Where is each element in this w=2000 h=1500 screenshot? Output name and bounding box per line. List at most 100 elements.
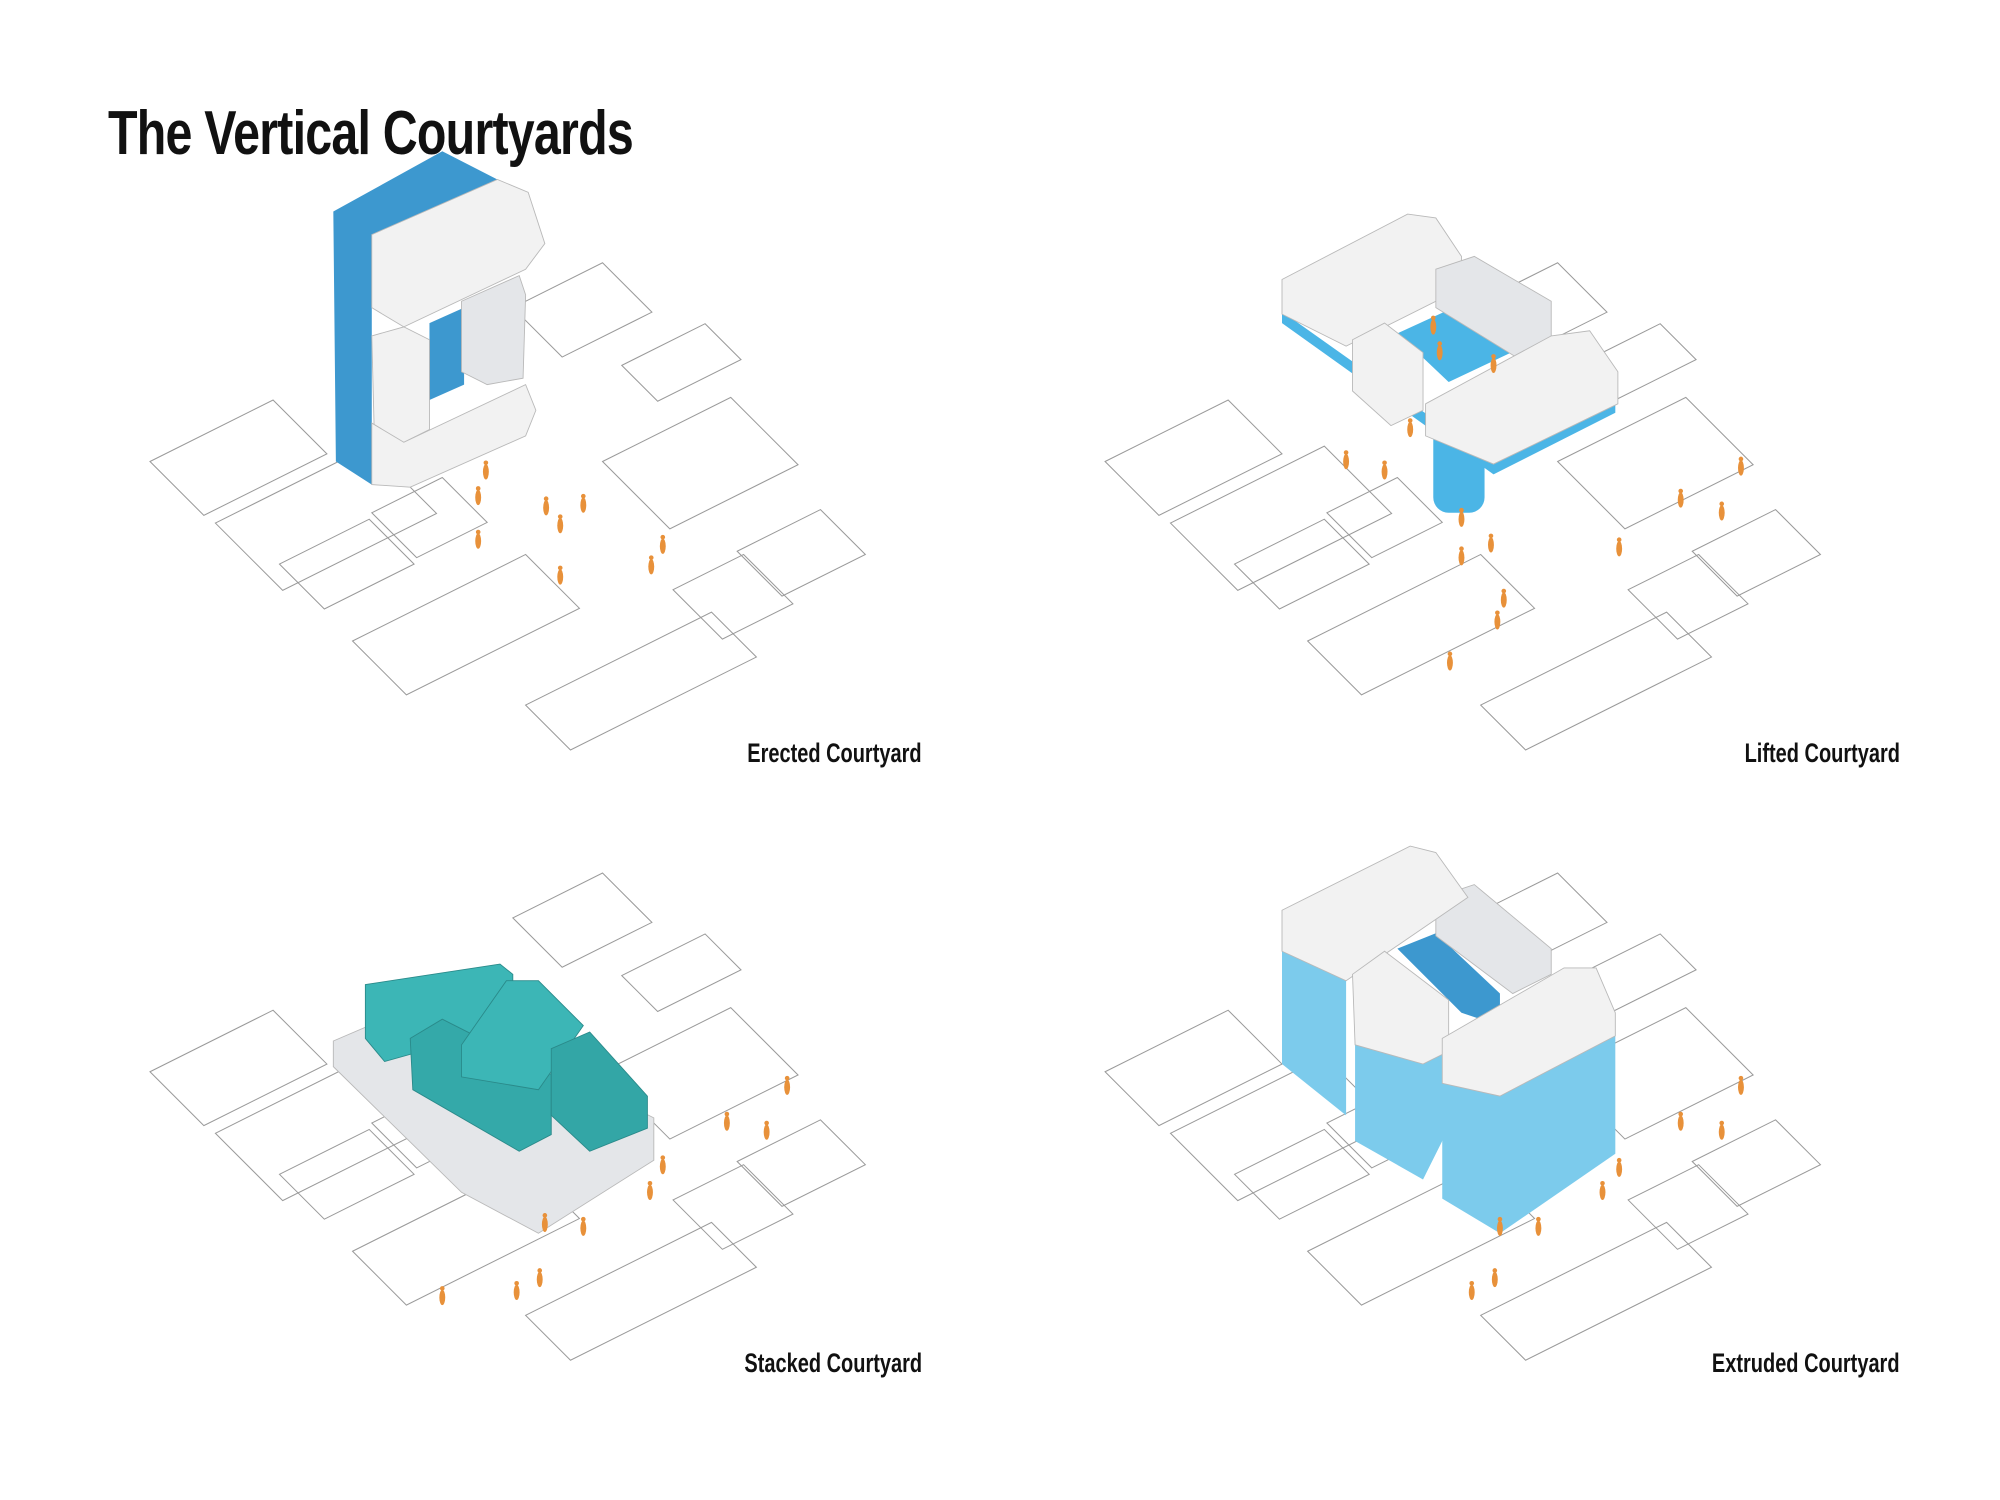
middle-tower-face xyxy=(1355,1044,1449,1180)
person-figure xyxy=(513,1280,520,1300)
extruded-building xyxy=(1281,845,1616,1234)
left-block xyxy=(371,326,430,443)
person-figure xyxy=(1718,501,1725,521)
front-left-bar xyxy=(1352,322,1424,427)
site-plot-outline xyxy=(1691,508,1822,597)
lifted-building xyxy=(1281,213,1619,513)
site-plot-outline xyxy=(601,396,799,530)
label-stacked-courtyard: Stacked Courtyard xyxy=(744,1348,922,1378)
person-figure xyxy=(1381,460,1388,480)
person-figure xyxy=(580,493,587,513)
left-tower-face xyxy=(1282,948,1347,1116)
person-figure xyxy=(1616,1157,1623,1177)
person-figure xyxy=(1343,450,1350,470)
stacked-building xyxy=(332,963,655,1234)
site-plot-outline xyxy=(1169,445,1393,591)
person-figure xyxy=(1430,315,1437,335)
page-title: The Vertical Courtyards xyxy=(108,99,634,168)
site-plot-outline xyxy=(1104,399,1283,516)
person-figure xyxy=(541,1213,548,1233)
site-plot-outline xyxy=(672,1164,794,1250)
site-plot-outline xyxy=(1104,1009,1283,1127)
site-plot-outline xyxy=(1326,476,1444,559)
person-figure xyxy=(647,1180,653,1200)
person-figure xyxy=(536,1268,543,1288)
inner-courtyard xyxy=(1397,933,1500,1026)
right-tower-top xyxy=(1441,967,1616,1097)
label-extruded-courtyard: Extruded Courtyard xyxy=(1712,1348,1900,1378)
person-figure xyxy=(784,1075,791,1095)
site-plot-outline xyxy=(620,933,742,1013)
person-figure xyxy=(1488,533,1494,553)
stacked-volume-d xyxy=(550,1031,648,1152)
person-figure xyxy=(763,1120,770,1140)
inner-courtyard-wall xyxy=(429,307,465,400)
left-tower-top xyxy=(1281,845,1469,982)
site-plot-outline xyxy=(511,872,653,968)
person-figure xyxy=(1599,1180,1606,1200)
erected-building xyxy=(333,151,546,488)
label-erected-courtyard: Erected Courtyard xyxy=(747,738,922,768)
person-figure xyxy=(1616,537,1623,557)
stacked-courtyard-diagram xyxy=(149,872,867,1361)
site-plot-outline xyxy=(351,553,581,696)
site-plot-outline xyxy=(511,262,653,358)
top-block xyxy=(371,178,546,328)
person-figure xyxy=(659,1155,666,1175)
person-figure xyxy=(1494,610,1501,630)
person-figure xyxy=(1468,1280,1475,1300)
person-figure xyxy=(475,529,482,549)
person-figure xyxy=(1458,546,1465,566)
site-plot-outline xyxy=(1306,1164,1536,1306)
site-plot-outline xyxy=(672,553,794,640)
site-plot-outline xyxy=(524,611,758,751)
site-plot-outline xyxy=(214,445,438,591)
site-plot-outline xyxy=(1691,1119,1822,1207)
back-right-block xyxy=(1435,884,1552,995)
person-figure xyxy=(1446,651,1453,671)
site-plot-outline xyxy=(149,399,328,516)
site-plot-outline xyxy=(1556,396,1755,530)
site-plot-outline xyxy=(1627,553,1749,640)
lifted-courtyard-diagram xyxy=(1104,213,1822,751)
person-figure xyxy=(439,1286,446,1306)
site-plot-outline xyxy=(620,323,742,402)
person-figure xyxy=(475,486,482,506)
person-figure xyxy=(543,496,550,516)
site-plot-outline xyxy=(736,1119,867,1207)
site-plot-outline xyxy=(278,1128,415,1220)
person-figure xyxy=(1677,488,1684,508)
site-plan xyxy=(1104,872,1822,1361)
person-figure xyxy=(1738,456,1744,476)
person-figure xyxy=(557,565,564,585)
person-figure xyxy=(659,534,666,554)
people xyxy=(1343,315,1744,671)
bottom-block xyxy=(371,383,537,488)
person-figure xyxy=(580,1216,587,1236)
person-figure xyxy=(648,555,655,575)
site-plot-outline xyxy=(278,518,415,610)
person-figure xyxy=(557,514,564,534)
blue-side-face xyxy=(333,151,498,485)
site-plot-outline xyxy=(1479,1221,1713,1361)
front-right-bar xyxy=(1425,330,1619,465)
person-figure xyxy=(1738,1075,1744,1095)
person-figure xyxy=(1490,354,1497,374)
site-plot-outline xyxy=(1306,553,1536,696)
site-plot-outline xyxy=(736,508,867,597)
person-figure xyxy=(1677,1111,1684,1131)
label-lifted-courtyard: Lifted Courtyard xyxy=(1744,738,1900,768)
site-plot-outline xyxy=(1233,1128,1371,1220)
site-plan xyxy=(149,262,867,751)
people xyxy=(439,1075,791,1306)
person-figure xyxy=(1535,1216,1542,1236)
person-figure xyxy=(1718,1120,1725,1140)
person-figure xyxy=(1407,418,1414,438)
person-figure xyxy=(1491,1268,1498,1288)
right-block xyxy=(461,275,527,386)
erected-courtyard-diagram xyxy=(149,151,867,751)
person-figure xyxy=(1496,1216,1503,1236)
person-figure xyxy=(1500,588,1507,608)
